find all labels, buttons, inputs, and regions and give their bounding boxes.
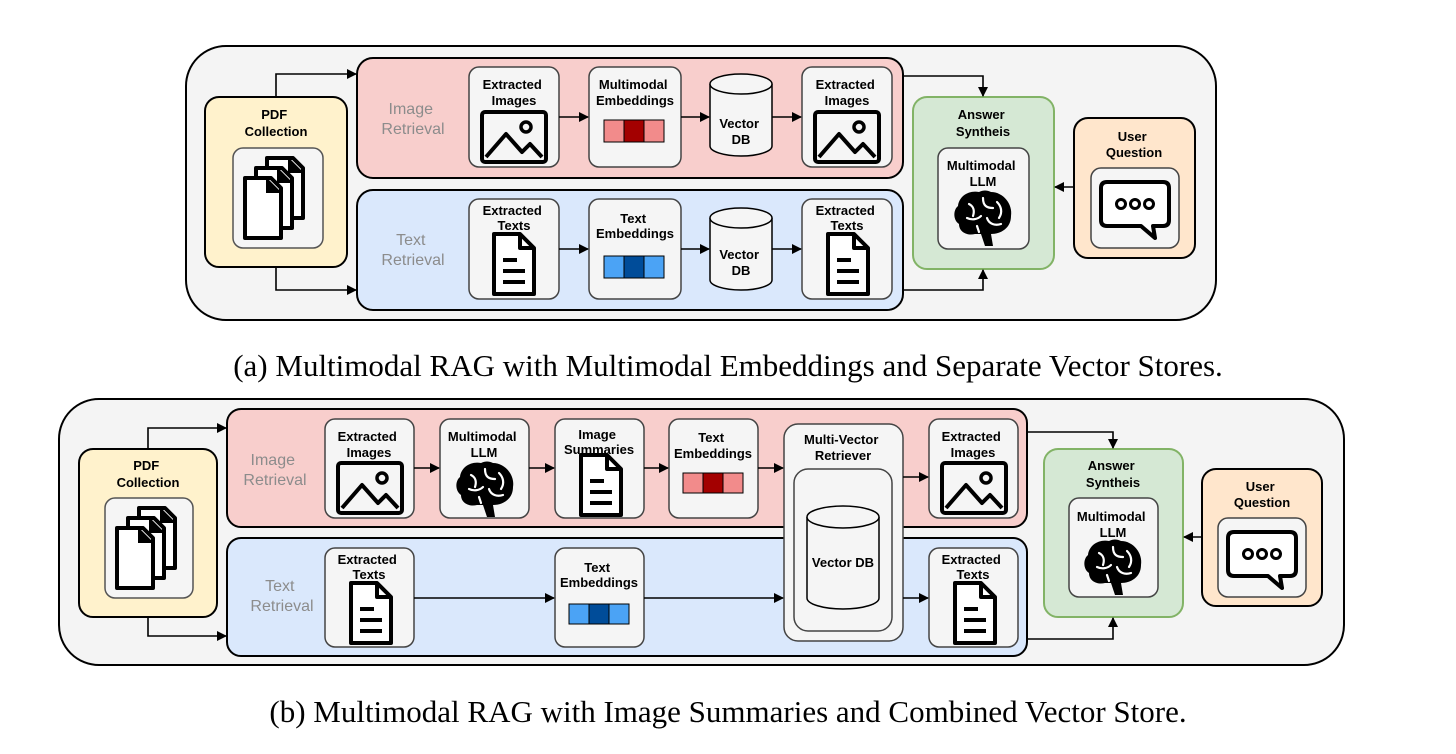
svg-text:Extracted Texts: Extracted Texts — [816, 203, 879, 233]
svg-text:Multi-Vector Retriever: Multi-Vector Retriever — [804, 432, 882, 463]
svg-text:Extracted Texts: Extracted Texts — [483, 203, 546, 233]
answer-synthesis-b: Answer Syntheis Multimodal LLM — [1043, 448, 1184, 618]
document-icon — [579, 453, 623, 517]
diagram-b: Image Retrieval Text Retrieval PDF Colle… — [58, 398, 1345, 666]
caption-a: (a) Multimodal RAG with Multimodal Embed… — [233, 348, 1223, 383]
database-icon: Vector DB — [719, 247, 762, 278]
database-icon — [806, 517, 880, 610]
text-retrieval-label: Text Retrieval — [381, 232, 444, 269]
svg-text:Extracted Images: Extracted Images — [483, 77, 546, 108]
vector-db-text-a: Vector DB — [709, 207, 773, 291]
arrows-a — [275, 69, 1074, 295]
extracted-texts-output-b: Extracted Texts — [928, 547, 1019, 648]
svg-text:Extracted Images: Extracted Images — [816, 77, 879, 108]
extracted-images-node-b: Extracted Images — [324, 418, 415, 519]
extracted-texts-output-a: Extracted Texts — [801, 198, 893, 300]
image-retrieval-label: Image Retrieval — [243, 452, 306, 489]
multi-vector-retriever: Multi-Vector Retriever Vector DB — [783, 423, 904, 642]
user-question-a: User Question — [1073, 117, 1196, 259]
embedding-vector-icon — [568, 603, 630, 625]
extracted-texts-node-b: Extracted Texts — [324, 547, 415, 648]
pdf-collection-a: PDF Collection — [204, 96, 348, 268]
pdf-collection-label: PDF Collection — [245, 107, 308, 139]
svg-text:Extracted Texts: Extracted Texts — [942, 552, 1005, 582]
document-icon — [492, 232, 536, 296]
document-icon — [953, 581, 997, 645]
extracted-images-output-b: Extracted Images — [928, 418, 1019, 519]
svg-text:PDF Collection: PDF Collection — [117, 458, 180, 490]
image-summaries-node: Image Summaries — [554, 418, 645, 519]
svg-text:Multimodal LLM: Multimodal LLM — [947, 158, 1019, 189]
svg-text:Answer Syntheis: Answer Syntheis — [956, 107, 1010, 139]
extracted-images-output-a: Extracted Images — [801, 66, 893, 168]
extracted-images-node-a: Extracted Images — [468, 66, 560, 168]
svg-text:Multimodal Embeddings: Multimodal Embeddings — [596, 77, 674, 108]
svg-text:Multimodal LLM: Multimodal LLM — [448, 429, 520, 460]
vector-db-image-a: Vector DB — [709, 73, 773, 157]
extracted-texts-node-a: Extracted Texts — [468, 198, 560, 300]
text-embeddings-image-row-node: Text Embeddings — [668, 418, 759, 519]
svg-text:Multimodal LLM: Multimodal LLM — [1077, 509, 1149, 540]
pdf-collection-b: PDF Collection — [78, 448, 218, 618]
text-embeddings-node-a: Text Embeddings — [588, 198, 682, 300]
svg-text:Extracted Texts: Extracted Texts — [338, 552, 401, 582]
text-retrieval-label: Text Retrieval — [250, 578, 313, 615]
answer-synthesis-a: Answer Syntheis Multimodal LLM — [912, 96, 1055, 270]
embedding-vector-icon — [603, 255, 665, 279]
svg-text:Answer Syntheis: Answer Syntheis — [1086, 458, 1140, 490]
embedding-vector-icon — [682, 472, 744, 494]
embedding-vector-icon — [603, 119, 665, 143]
user-question-b: User Question — [1201, 468, 1323, 607]
vector-db-label: Vector DB — [812, 555, 874, 570]
svg-text:Text Embeddings: Text Embeddings — [560, 560, 638, 590]
database-icon: Vector DB — [719, 116, 762, 147]
diagram-a: Image Retrieval Text Retrieval PDF Colle… — [185, 45, 1217, 321]
svg-text:Text Embeddings: Text Embeddings — [674, 430, 752, 461]
text-embeddings-text-row-node: Text Embeddings — [554, 547, 645, 648]
svg-text:User Question: User Question — [1106, 129, 1162, 160]
multimodal-embeddings-node: Multimodal Embeddings — [588, 66, 682, 168]
svg-text:Extracted Images: Extracted Images — [942, 429, 1005, 460]
multimodal-llm-summarizer-node: Multimodal LLM — [439, 418, 530, 519]
document-icon — [349, 581, 393, 645]
svg-text:User Question: User Question — [1234, 479, 1290, 510]
arrows-b — [147, 423, 1202, 641]
document-icon — [826, 232, 870, 296]
svg-text:Extracted Images: Extracted Images — [338, 429, 401, 460]
image-retrieval-label: Image Retrieval — [381, 101, 444, 138]
caption-b: (b) Multimodal RAG with Image Summaries … — [269, 694, 1187, 729]
svg-text:Text Embeddings: Text Embeddings — [596, 211, 674, 241]
